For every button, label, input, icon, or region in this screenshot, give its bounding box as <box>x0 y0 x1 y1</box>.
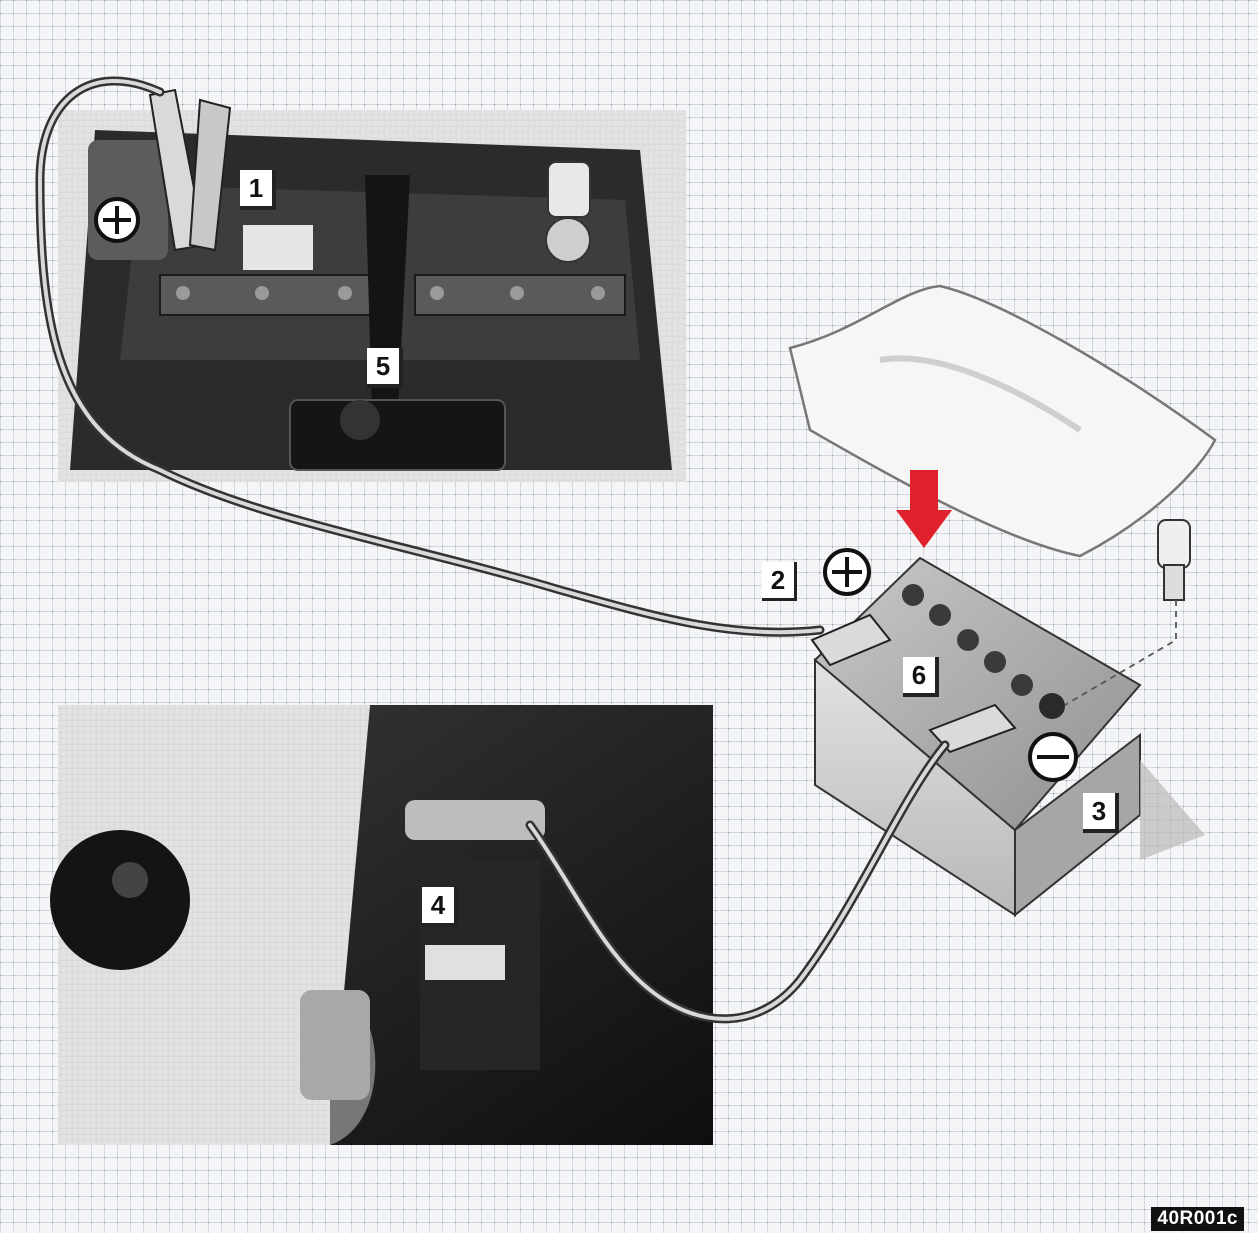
callout-2: 2 <box>762 562 797 601</box>
figure-code: 40R001c <box>1151 1207 1244 1231</box>
callout-3: 3 <box>1083 793 1119 833</box>
top-photo-battery <box>58 90 686 482</box>
bottom-photo-ground <box>50 705 713 1145</box>
callout-1: 1 <box>240 170 276 210</box>
positive-terminal-icon <box>825 550 869 594</box>
callout-6: 6 <box>903 657 939 697</box>
callout-4: 4 <box>422 887 458 927</box>
negative-terminal-icon <box>1030 734 1076 780</box>
callout-5: 5 <box>367 348 403 388</box>
